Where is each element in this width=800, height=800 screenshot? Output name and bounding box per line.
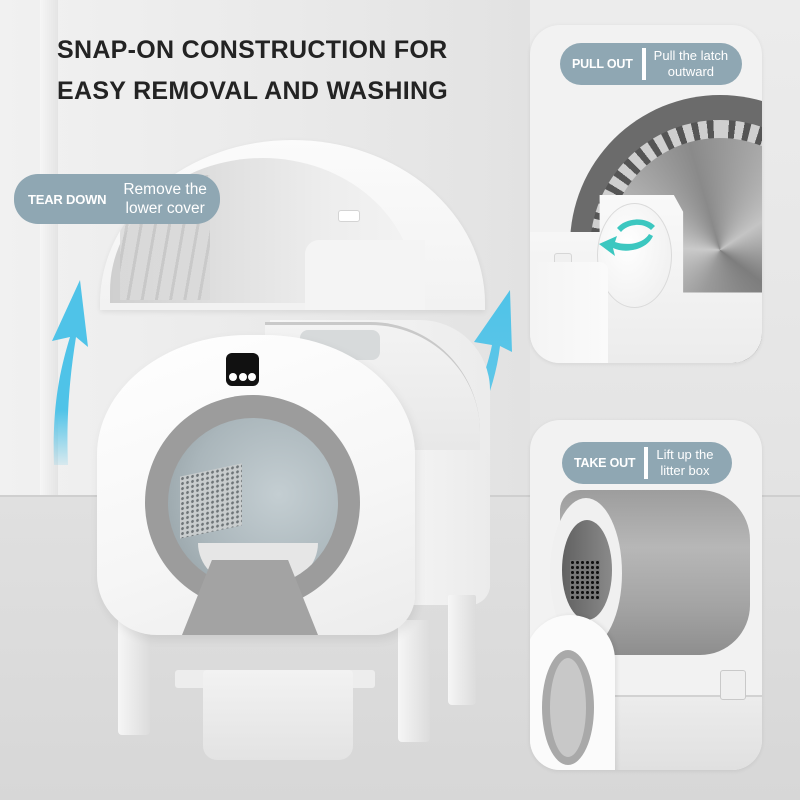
litter-drum-opening (562, 520, 612, 620)
step-tag: PULL OUT (572, 57, 633, 71)
step-label-pull-out: PULL OUT Pull the latch outward (560, 43, 742, 85)
entrance-opening (168, 418, 338, 588)
step-tag: TAKE OUT (574, 456, 636, 470)
detail-panel-pull-out: PULL OUT Pull the latch outward (530, 25, 762, 363)
step-description-line-1: Lift up the (656, 447, 714, 462)
lift-up-arrow-icon-left (52, 280, 88, 465)
leg-front-left (118, 620, 150, 735)
background-pillar (40, 0, 58, 500)
leg-front-right (398, 620, 430, 742)
base-tray (605, 695, 762, 770)
front-ring-opening (542, 650, 594, 765)
cover-notch (305, 240, 425, 310)
button-dot-2[interactable] (238, 373, 247, 381)
filter-mesh (180, 463, 242, 539)
waste-drawer[interactable] (203, 670, 353, 760)
headline-line-2: EASY REMOVAL AND WASHING (57, 77, 449, 105)
cover-slot (338, 210, 360, 222)
drum-mount (720, 670, 746, 700)
headline-line-1: SNAP-ON CONSTRUCTION FOR (57, 36, 448, 64)
headline: SNAP-ON CONSTRUCTION FOR EASY REMOVAL AN… (57, 30, 537, 112)
step-description-line-2: lower cover (125, 200, 205, 217)
step-description-line-2: outward (667, 64, 715, 79)
button-dot-1[interactable] (229, 373, 237, 381)
step-description: Pull the latch outward (654, 48, 728, 80)
leg-back-right (448, 595, 476, 705)
step-description: Lift up the litter box (656, 447, 713, 479)
step-divider (644, 447, 649, 479)
step-description-line-2: litter box (660, 463, 710, 478)
step-tag: TEAR DOWN (28, 191, 107, 207)
step-divider (641, 48, 646, 80)
detail-panel-take-out: TAKE OUT Lift up the litter box (530, 420, 762, 770)
water-tank (530, 262, 608, 363)
litter-drum-mesh (570, 560, 600, 600)
step-description: Remove the lower cover (123, 180, 207, 218)
button-dot-3[interactable] (248, 373, 256, 381)
step-label-tear-down: TEAR DOWN Remove the lower cover (14, 174, 220, 224)
step-description-line-1: Remove the (123, 181, 207, 198)
step-label-take-out: TAKE OUT Lift up the litter box (562, 442, 732, 484)
step-description-line-1: Pull the latch (653, 48, 729, 63)
three-dot-buttons-icon[interactable] (226, 353, 259, 386)
lift-up-arrow-icon-right (448, 290, 512, 468)
rotate-arrow-icon (599, 219, 655, 256)
